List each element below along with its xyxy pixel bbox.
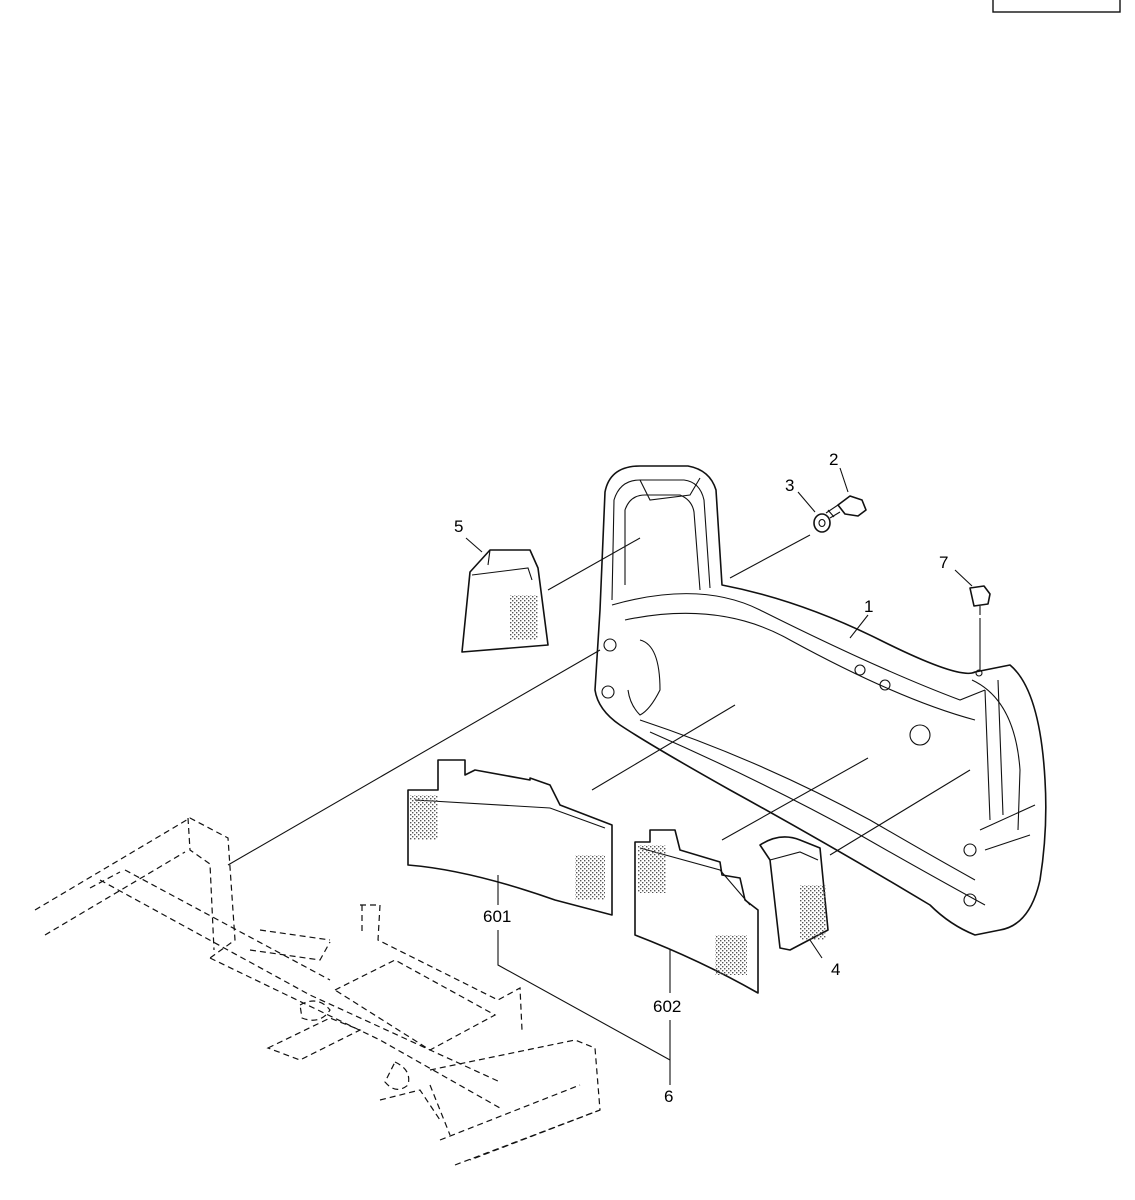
washer-part-3 xyxy=(813,513,831,533)
callout-602: 602 xyxy=(653,997,681,1016)
assembly-lines xyxy=(227,467,981,1085)
callout-4: 4 xyxy=(831,960,840,979)
filler-plate-part-601 xyxy=(407,759,613,916)
callout-601: 601 xyxy=(483,907,511,926)
corner-frame-box xyxy=(992,0,1121,13)
filler-plate-part-602 xyxy=(634,829,759,994)
bolt-part-2 xyxy=(825,495,867,519)
callout-3: 3 xyxy=(785,476,794,495)
callout-5: 5 xyxy=(454,517,463,536)
plug-part-7 xyxy=(969,585,991,615)
weight-piece-part-5 xyxy=(461,549,549,653)
callout-1: 1 xyxy=(864,597,873,616)
callout-6: 6 xyxy=(664,1087,673,1106)
callout-2: 2 xyxy=(829,450,838,469)
machine-frame-outline xyxy=(34,817,601,1166)
counterweight-frame-part-1 xyxy=(594,465,1047,936)
callout-7: 7 xyxy=(939,553,948,572)
weight-piece-part-4 xyxy=(759,836,829,951)
